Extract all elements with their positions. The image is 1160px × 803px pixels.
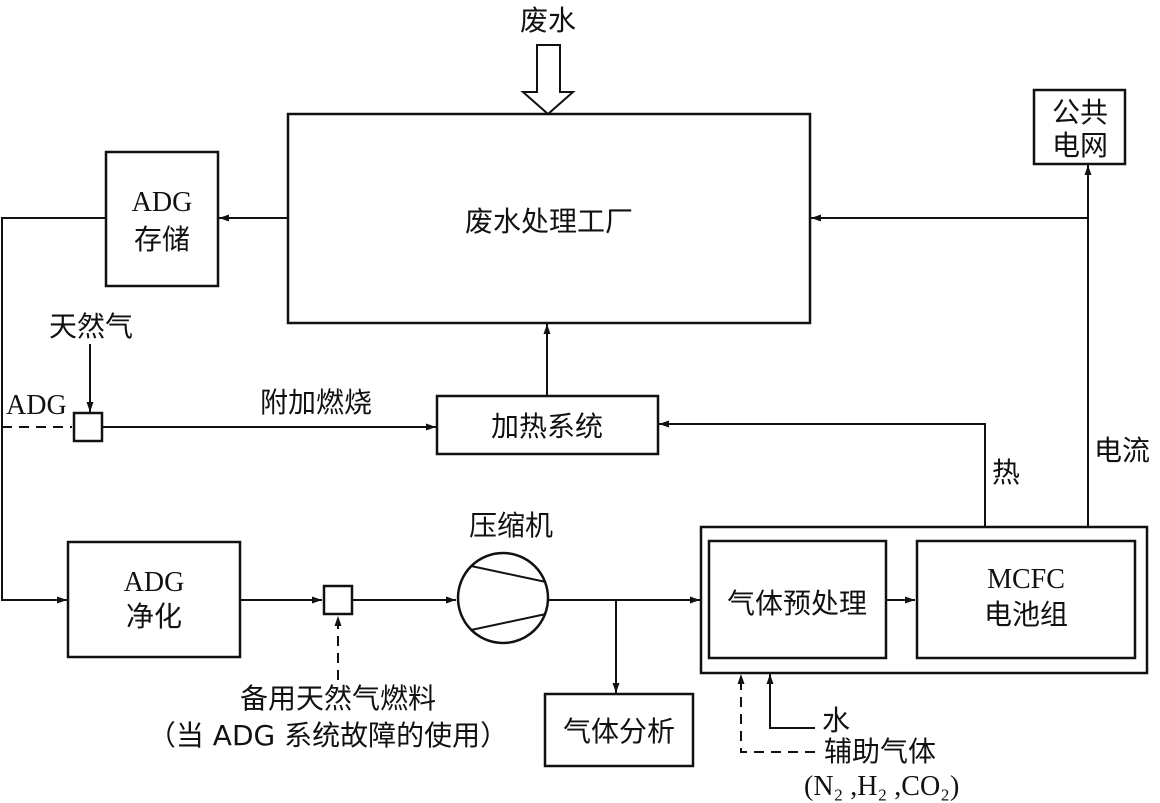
public-grid-label-1: 公共 (1052, 96, 1108, 129)
natural-gas-label: 天然气 (49, 310, 133, 343)
aux-combustion-label: 附加燃烧 (260, 386, 372, 419)
compressor-symbol (456, 551, 550, 645)
wastewater-input-label: 废水 (520, 4, 576, 37)
backup-fuel-label-1: 备用天然气燃料 (240, 682, 436, 715)
aux-gas-formula: (N₂ ,H₂ ,CO₂) (804, 771, 959, 802)
mcfc-stack-label-1: MCFC (987, 564, 1065, 595)
heat-return-line (659, 420, 986, 527)
gas-pretreat-label: 气体预处理 (727, 587, 867, 620)
gas-analysis-label: 气体分析 (563, 715, 675, 748)
aux-gas-label: 辅助气体 (824, 735, 936, 768)
public-grid-label-2: 电网 (1052, 129, 1108, 162)
mcfc-stack-label-2: 电池组 (984, 598, 1068, 631)
mcfc-system-frame (699, 525, 1149, 675)
water-input-arrow (766, 674, 815, 729)
adg-purify-label-1: ADG (124, 567, 185, 598)
heat-label: 热 (992, 456, 1020, 489)
water-label: 水 (822, 704, 850, 737)
mcfc-stack-box (915, 539, 1137, 660)
gas-analysis-box (543, 692, 695, 768)
storage-to-purify-line (1, 217, 106, 604)
adg-storage-label-1: ADG (132, 187, 193, 218)
wastewater-plant-label: 废水处理工厂 (465, 205, 633, 238)
wastewater-input-arrow (520, 44, 576, 116)
mixer-node-2 (322, 584, 354, 616)
backup-fuel-label-2: （当 ADG 系统故障的使用） (148, 719, 508, 752)
compressor-blade-2 (470, 613, 547, 631)
heating-system-label: 加热系统 (491, 410, 603, 443)
adg-storage-box (104, 150, 220, 288)
compressor-blade-1 (470, 565, 547, 583)
adg-storage-label-2: 存储 (134, 223, 190, 256)
public-grid-box (1032, 88, 1127, 166)
mixer-node-1 (72, 411, 104, 443)
aux-gas-dashed-arrow (737, 674, 815, 753)
current-label: 电流 (1094, 434, 1150, 467)
compressor-label: 压缩机 (469, 509, 553, 542)
adg-purify-label-2: 净化 (126, 600, 182, 633)
adg-input-label: ADG (6, 390, 67, 421)
